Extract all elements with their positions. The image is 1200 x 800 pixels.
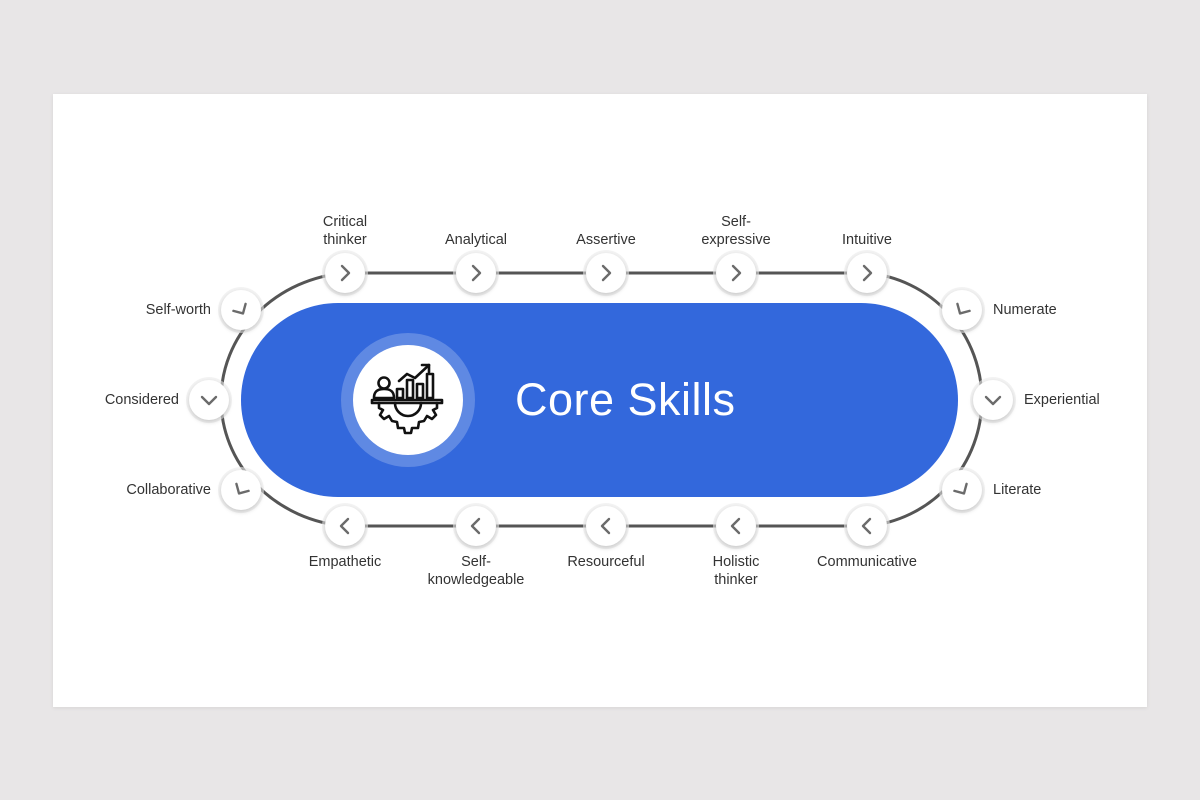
skill-label-resourceful: Resourceful [567, 553, 644, 571]
skill-node-communicative[interactable] [847, 506, 887, 546]
skill-label-line1: Communicative [817, 554, 917, 570]
chevron-icon [956, 302, 971, 315]
skill-label-self-knowledgeable: Self-knowledgeable [428, 553, 525, 589]
diagram-title: Core Skills [515, 374, 736, 425]
skill-label-line1: Collaborative [126, 482, 211, 498]
skill-node-self-worth[interactable] [221, 290, 261, 330]
skill-label-line1: Resourceful [567, 554, 645, 570]
skill-node-analytical[interactable] [456, 253, 496, 293]
skill-node-literate[interactable] [942, 470, 982, 510]
skill-node-critical-thinker[interactable] [325, 253, 365, 293]
chevron-icon [470, 517, 481, 535]
chevron-icon [953, 482, 968, 495]
skill-label-assertive: Assertive [576, 231, 636, 249]
skill-label-line1: Assertive [576, 232, 636, 248]
skill-node-considered[interactable] [189, 380, 229, 420]
skill-label-line2: expressive [701, 232, 771, 248]
skill-label-intuitive: Intuitive [842, 231, 892, 249]
skill-label-line2: thinker [714, 572, 758, 588]
skill-label-line1: Considered [104, 392, 179, 408]
chevron-icon [471, 264, 482, 282]
skill-node-experiential[interactable] [973, 380, 1013, 420]
skill-label-analytical: Analytical [445, 231, 507, 249]
skill-label-holistic-thinker: Holistic thinker [713, 553, 760, 589]
chevron-icon [340, 264, 351, 282]
skill-label-self-expressive: Self-expressive [701, 213, 770, 249]
person-chart-gear-icon [370, 363, 444, 435]
skill-label-literate: Literate [993, 481, 1041, 499]
chevron-icon [862, 264, 873, 282]
skill-label-line1: Literate [993, 482, 1042, 498]
skill-label-line1: Holistic [712, 554, 760, 570]
icon-circle [353, 345, 463, 455]
chevron-icon [984, 395, 1002, 406]
skill-node-intuitive[interactable] [847, 253, 887, 293]
skill-label-line1: Self- [721, 214, 751, 230]
skill-node-numerate[interactable] [942, 290, 982, 330]
skill-label-line1: Intuitive [842, 232, 892, 248]
skill-label-line1: Experiential [1024, 392, 1100, 408]
skill-label-numerate: Numerate [993, 301, 1057, 319]
skill-label-line1: Critical [322, 214, 368, 230]
skill-label-collaborative: Collaborative [126, 481, 211, 499]
chevron-icon [200, 395, 218, 406]
skill-node-self-expressive[interactable] [716, 253, 756, 293]
chevron-icon [232, 302, 247, 315]
skill-label-empathetic: Empathetic [309, 553, 382, 571]
skill-label-line2: thinker [323, 232, 367, 248]
skill-node-collaborative[interactable] [221, 470, 261, 510]
skill-label-considered: Considered [105, 391, 179, 409]
skill-label-experiential: Experiential [1024, 391, 1100, 409]
skill-label-line2: knowledgeable [427, 572, 525, 588]
skill-node-resourceful[interactable] [586, 506, 626, 546]
chevron-icon [731, 264, 742, 282]
skill-node-empathetic[interactable] [325, 506, 365, 546]
skill-label-line1: Numerate [993, 302, 1057, 318]
skill-label-critical-thinker: Critical thinker [323, 213, 367, 249]
skill-label-communicative: Communicative [817, 553, 917, 571]
skill-node-holistic-thinker[interactable] [716, 506, 756, 546]
skill-label-line1: Self-worth [145, 302, 211, 318]
skill-node-assertive[interactable] [586, 253, 626, 293]
chevron-icon [730, 517, 741, 535]
skill-label-line1: Self- [461, 554, 491, 570]
chevron-icon [601, 264, 612, 282]
chevron-icon [600, 517, 611, 535]
skill-label-self-worth: Self-worth [146, 301, 211, 319]
skill-label-line1: Analytical [444, 232, 508, 248]
skill-label-line1: Empathetic [308, 554, 382, 570]
chevron-icon [861, 517, 872, 535]
skill-node-self-knowledgeable[interactable] [456, 506, 496, 546]
chevron-icon [235, 482, 250, 495]
chevron-icon [339, 517, 350, 535]
